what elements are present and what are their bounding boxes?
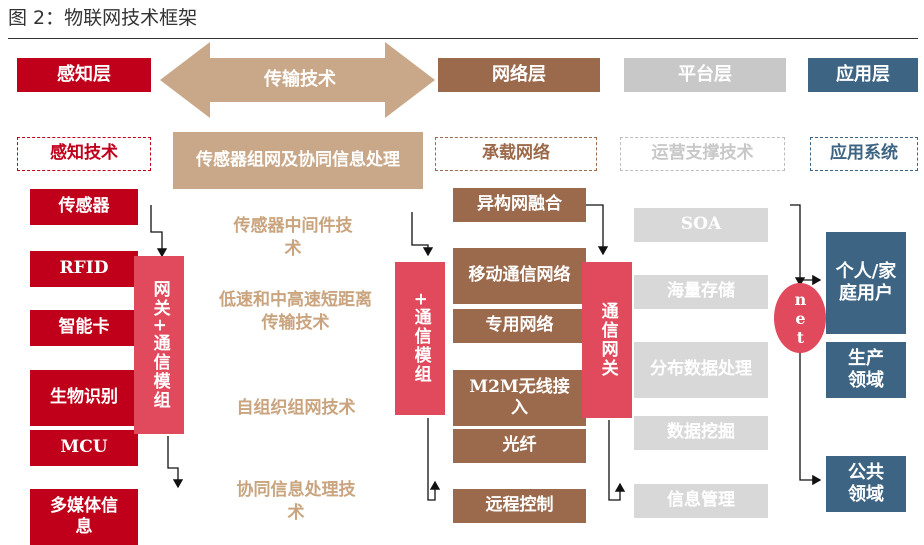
arrow-hetero-to-gateway [586, 204, 609, 256]
perception-item: RFID [30, 251, 138, 287]
platform-layer-box: 平台层 [624, 58, 786, 92]
arrow-net-to-public [799, 352, 822, 486]
arrow-remote-control-up [427, 418, 441, 501]
comm-module-label: +通信模组 [410, 292, 431, 385]
transmission-item: 自组织组网技术 [236, 397, 356, 418]
comm-gateway-label: 通信网关 [597, 302, 618, 378]
ops-support-box: 运营支撑技术 [620, 137, 785, 171]
app-item: 生产领域 [826, 342, 906, 398]
network-item: 移动通信网络 [453, 248, 586, 304]
arrow-sensor-to-gateway [150, 205, 168, 258]
perception-item: 传感器 [30, 189, 138, 225]
gateway-comm-module-label: 网关+通信模组 [149, 279, 170, 411]
transmission-item: 协同信息处理技术 [236, 480, 356, 523]
perception-item: 多媒体信息 [30, 489, 138, 545]
carrier-network-box: 承载网络 [435, 137, 597, 171]
platform-item: 分布数据处理 [634, 342, 768, 398]
transmission-item: 传感器中间件技术 [233, 216, 353, 259]
caption-divider [8, 38, 918, 39]
arrow-to-comm-module [411, 212, 434, 257]
network-item: 远程控制 [453, 489, 586, 523]
transmission-item: 低速和中高速短距离传输技术 [219, 290, 372, 333]
comm-module-box: +通信模组 [395, 262, 445, 415]
platform-item: 信息管理 [634, 484, 768, 518]
comm-gateway-box: 通信网关 [582, 262, 632, 418]
application-layer-box: 应用层 [808, 58, 918, 92]
arrow-gateway-down [167, 436, 184, 489]
app-system-box: 应用系统 [810, 137, 918, 171]
perception-item: MCU [30, 430, 138, 466]
perception-item: 生物识别 [30, 370, 138, 426]
platform-item: 海量存储 [634, 275, 768, 309]
platform-item: SOA [634, 208, 768, 242]
arrow-platform-to-net [790, 204, 806, 287]
net-oval-label: net [791, 289, 810, 347]
network-layer-box: 网络层 [438, 58, 600, 92]
perception-layer-box: 感知层 [17, 58, 151, 92]
arrow-gateway-to-info-mgmt [608, 420, 626, 501]
perception-item: 智能卡 [30, 310, 138, 346]
net-oval: net [774, 283, 826, 353]
transmission-tech-label: 传输技术 [264, 68, 336, 90]
platform-item: 数据挖掘 [634, 416, 768, 450]
network-item: 专用网络 [453, 309, 586, 343]
sensor-network-box: 传感器组网及协同信息处理 [173, 132, 423, 189]
network-item: M2M无线接入 [453, 370, 586, 426]
network-item: 异构网融合 [453, 188, 586, 222]
network-item: 光纤 [453, 429, 586, 463]
arrow-net-to-personal [799, 274, 822, 286]
transmission-double-arrow [160, 42, 435, 118]
gateway-comm-module-box: 网关+通信模组 [134, 256, 184, 434]
app-item: 公共领域 [826, 456, 906, 512]
figure-caption: 图 2：物联网技术框架 [8, 7, 198, 29]
perception-tech-box: 感知技术 [17, 137, 151, 171]
app-item: 个人/家庭用户 [826, 232, 906, 334]
